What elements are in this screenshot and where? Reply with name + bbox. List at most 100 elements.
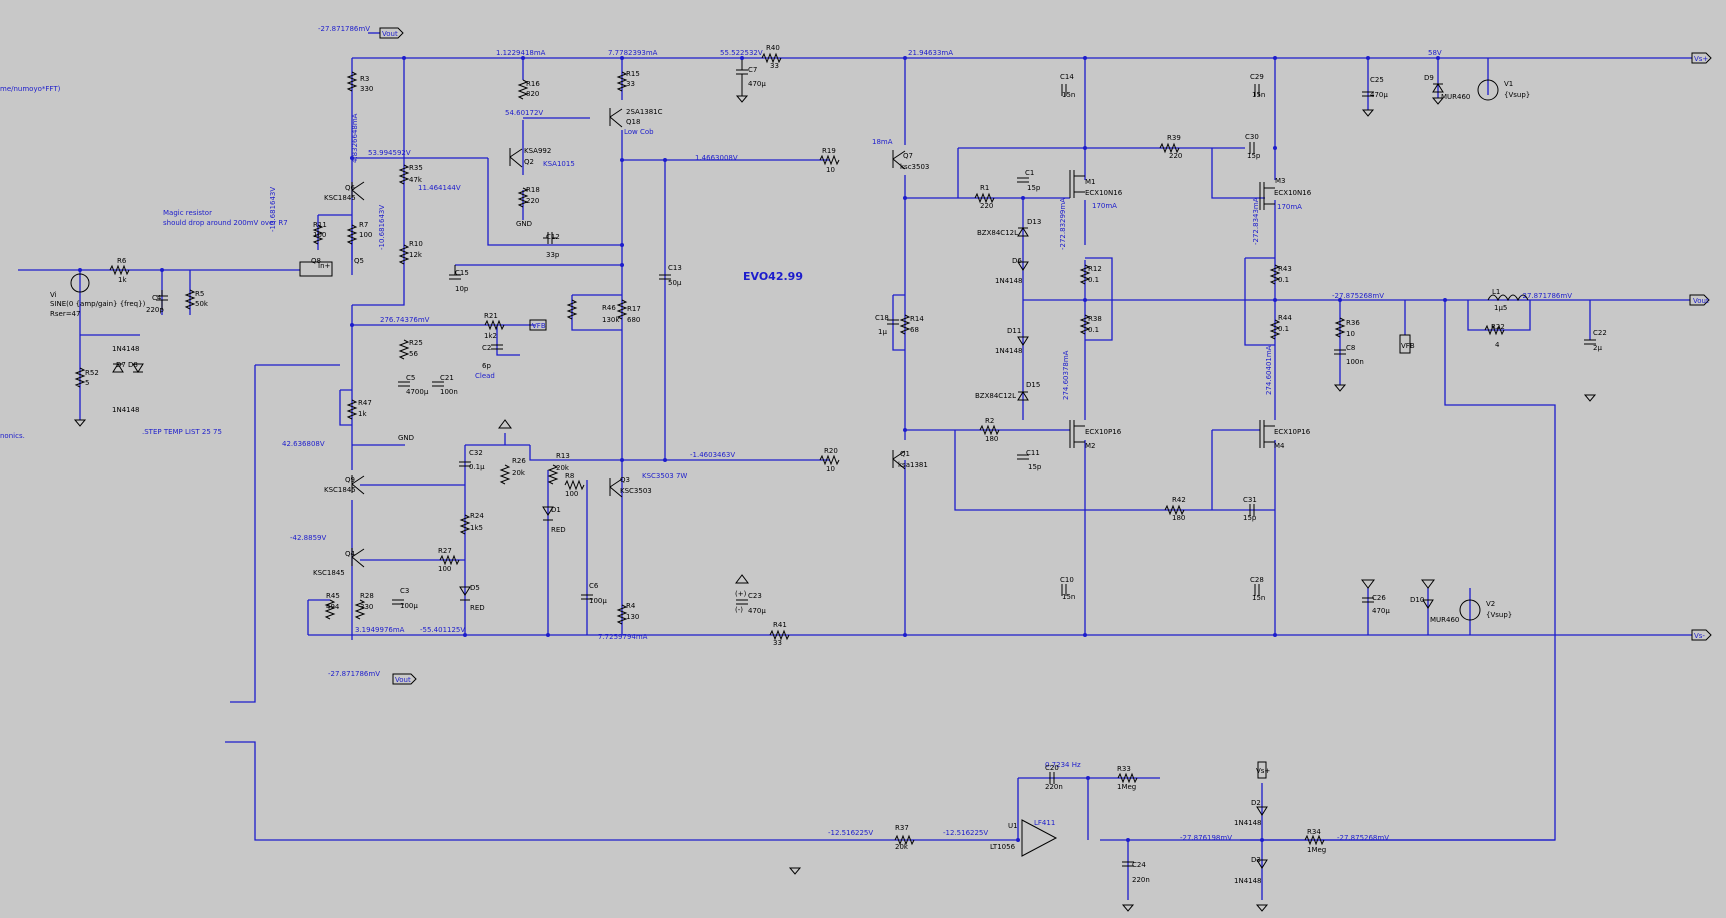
val-r8: 100 bbox=[565, 490, 578, 498]
ref-d7: D7 bbox=[116, 361, 126, 369]
ref-m2: M2 bbox=[1085, 442, 1096, 450]
ref-c20: C20 bbox=[1045, 764, 1059, 772]
ref-r22: R22 bbox=[1491, 323, 1505, 331]
val-q6: KSC1845 bbox=[324, 194, 356, 202]
net-vfb-2: VFB bbox=[1401, 342, 1415, 350]
ref-q3: Q3 bbox=[620, 476, 630, 484]
ref-c31: C31 bbox=[1243, 496, 1257, 504]
val-d5: RED bbox=[470, 604, 485, 612]
val-r16: 820 bbox=[526, 90, 539, 98]
op-i-r15: 7.7782393mA bbox=[608, 49, 658, 57]
op-v-q8a: -10.681643V bbox=[269, 187, 277, 232]
val-m2: ECX10P16 bbox=[1085, 428, 1122, 436]
ref-r34: R34 bbox=[1307, 828, 1321, 836]
val-r18: 220 bbox=[526, 197, 539, 205]
val-r36: 10 bbox=[1346, 330, 1355, 338]
ref-r15: R15 bbox=[626, 70, 640, 78]
op-i-r43: -272.8343mA bbox=[1252, 197, 1260, 245]
val-d78-top: 1N4148 bbox=[112, 345, 140, 353]
val-d11: 1N4148 bbox=[995, 347, 1023, 355]
directive-harm: nonics. bbox=[0, 432, 25, 440]
ref-r28: R28 bbox=[360, 592, 374, 600]
op-v-r37b: -12.516225V bbox=[943, 829, 988, 837]
ref-r36: R36 bbox=[1346, 319, 1360, 327]
val-d1: RED bbox=[551, 526, 566, 534]
val-r15: 33 bbox=[626, 80, 635, 88]
ref-r41: R41 bbox=[773, 621, 787, 629]
ref-c13: C13 bbox=[668, 264, 682, 272]
op-i-r12: -272.83299mA bbox=[1059, 198, 1067, 250]
alt-q2: KSA1015 bbox=[543, 160, 575, 168]
val-q3: KSC3503 bbox=[620, 487, 652, 495]
val-q1: ksa1381 bbox=[898, 461, 928, 469]
val-q7: ksc3503 bbox=[900, 163, 929, 171]
val-r19: 10 bbox=[826, 166, 835, 174]
ref-d2: D2 bbox=[1251, 799, 1261, 807]
net-gnd-2: GND bbox=[398, 434, 414, 442]
ref-r25: R25 bbox=[409, 339, 423, 347]
val-c7: 470µ bbox=[748, 80, 766, 88]
val-r5: 50k bbox=[195, 300, 209, 308]
val-r24: 1k5 bbox=[470, 524, 483, 532]
ref-d11: D11 bbox=[1007, 327, 1021, 335]
val-q9: KSC1845 bbox=[324, 486, 356, 494]
op-v-q4: -42.8859V bbox=[290, 534, 326, 542]
op-i-r28: 3.1949976mA bbox=[355, 626, 405, 634]
ref-r44: R44 bbox=[1278, 314, 1292, 322]
ref-l1: L1 bbox=[1492, 288, 1500, 296]
val-d10: MUR460 bbox=[1430, 616, 1459, 624]
ref-c21: C21 bbox=[440, 374, 454, 382]
ref-c10: C10 bbox=[1060, 576, 1074, 584]
val-r33: 1Meg bbox=[1117, 783, 1136, 791]
ref-d3: D3 bbox=[1251, 856, 1261, 864]
directive-magic-2: should drop around 200mV over R7 bbox=[163, 219, 288, 227]
source-vi-line2: Rser=47 bbox=[50, 310, 80, 318]
val-c31: 15p bbox=[1243, 514, 1257, 522]
val-r39: 220 bbox=[1169, 152, 1182, 160]
op-v-r40: 55.522532V bbox=[720, 49, 763, 57]
ref-v2: V2 bbox=[1486, 600, 1495, 608]
val-c18: 1µ bbox=[878, 328, 887, 336]
val-d15: BZX84C12L bbox=[975, 392, 1016, 400]
ref-c26: C26 bbox=[1372, 594, 1386, 602]
net-flags bbox=[379, 27, 1712, 779]
ref-r3: R3 bbox=[360, 75, 369, 83]
val-c13: 50µ bbox=[668, 279, 682, 287]
ref-c32: C32 bbox=[469, 449, 483, 457]
val-c20: 220n bbox=[1045, 783, 1063, 791]
op-i-q7: 21.94633mA bbox=[908, 49, 953, 57]
val-l1: 1µ5 bbox=[1494, 304, 1507, 312]
ref-c15: C15 bbox=[455, 269, 469, 277]
source-vi-line1: SINE(0 {amp/gain} {freq}) bbox=[50, 300, 146, 308]
ref-m3: M3 bbox=[1275, 177, 1286, 185]
ref-r43: R43 bbox=[1278, 265, 1292, 273]
val-r6: 1k bbox=[118, 276, 127, 284]
val-c12: 33p bbox=[546, 251, 560, 259]
val-c4: 220p bbox=[146, 306, 164, 314]
val-c10: 15n bbox=[1062, 593, 1075, 601]
ref-c1: C1 bbox=[1025, 169, 1034, 177]
ref-c25: C25 bbox=[1370, 76, 1384, 84]
ref-r39: R39 bbox=[1167, 134, 1181, 142]
ref-c14: C14 bbox=[1060, 73, 1074, 81]
op-i-r4: 7.7259794mA bbox=[598, 633, 648, 641]
val-c3: 100µ bbox=[400, 602, 418, 610]
ref-c28: C28 bbox=[1250, 576, 1264, 584]
net-vminus: Vs- bbox=[1694, 632, 1705, 640]
ref-r5: R5 bbox=[195, 290, 204, 298]
ref-m4: M4 bbox=[1274, 442, 1285, 450]
ref-r8: R8 bbox=[565, 472, 574, 480]
ref-q1: Q1 bbox=[900, 450, 910, 458]
val-r21: 1k2 bbox=[484, 332, 497, 340]
op-i-r44: 274.60401mA bbox=[1265, 345, 1273, 395]
op-i-r18: 1.1229418mA bbox=[496, 49, 546, 57]
ref-r20: R20 bbox=[824, 447, 838, 455]
op-freq: 0.7234 Hz bbox=[1045, 761, 1081, 769]
ref-r38: R38 bbox=[1088, 315, 1102, 323]
val-d6: 1N4148 bbox=[995, 277, 1023, 285]
op-i-r3: 4.8326648mA bbox=[351, 113, 359, 163]
val-r40: 33 bbox=[770, 62, 779, 70]
note-c2: Clead bbox=[475, 372, 495, 380]
minus-c23: (-) bbox=[735, 606, 743, 614]
ref-r16: R16 bbox=[526, 80, 540, 88]
